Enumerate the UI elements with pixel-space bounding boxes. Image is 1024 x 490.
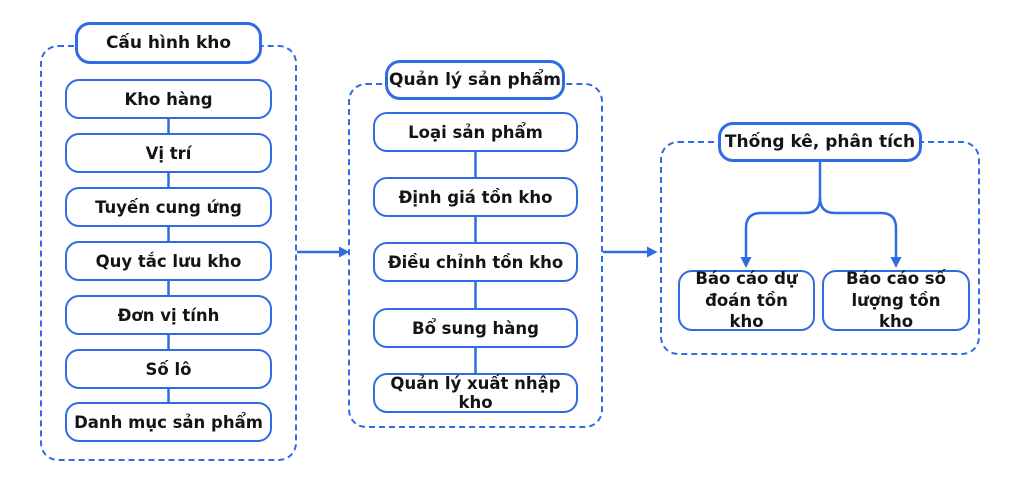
node-replenishment: Bổ sung hàng — [373, 308, 578, 348]
group-title-product-management: Quản lý sản phẩm — [385, 60, 565, 100]
node-inbound-outbound-management: Quản lý xuất nhập kho — [373, 373, 578, 413]
node-quantity-inventory-report: Báo cáo số lượng tồn kho — [822, 269, 970, 331]
node-units-of-measure: Đơn vị tính — [65, 295, 272, 335]
node-lot-numbers: Số lô — [65, 349, 272, 389]
node-locations: Vị trí — [65, 133, 272, 173]
arrow-config-to-product — [297, 246, 350, 258]
node-inventory-adjustment: Điều chỉnh tồn kho — [373, 242, 578, 282]
arrow-product-to-stats — [603, 246, 658, 258]
node-product-types: Loại sản phẩm — [373, 112, 578, 152]
node-warehouses: Kho hàng — [65, 79, 272, 119]
node-inventory-valuation: Định giá tồn kho — [373, 177, 578, 217]
node-supply-routes: Tuyến cung ứng — [65, 187, 272, 227]
group-title-warehouse-config: Cấu hình kho — [75, 22, 262, 64]
node-product-categories: Danh mục sản phẩm — [65, 402, 272, 442]
node-storage-rules: Quy tắc lưu kho — [65, 241, 272, 281]
group-title-statistics-analysis: Thống kê, phân tích — [718, 122, 922, 162]
node-forecast-inventory-report: Báo cáo dự đoán tồn kho — [678, 269, 815, 331]
